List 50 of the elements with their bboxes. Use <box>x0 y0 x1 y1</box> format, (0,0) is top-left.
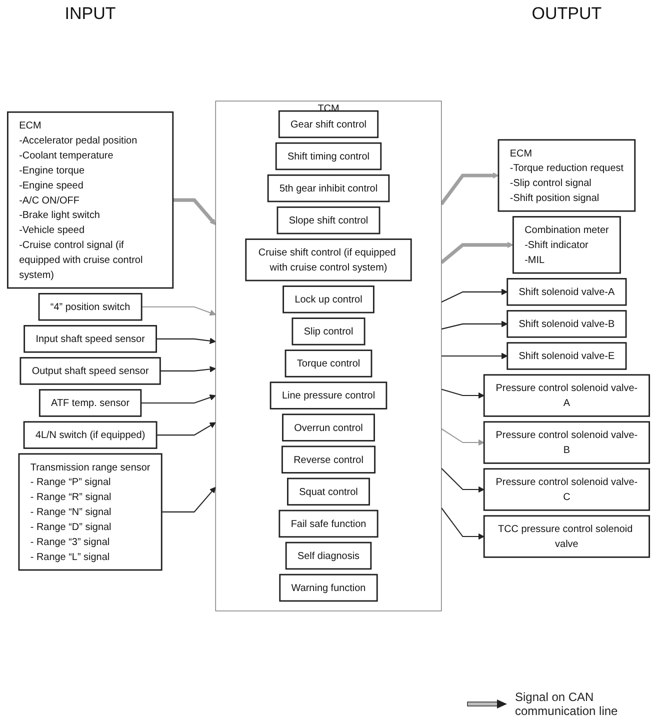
arrow <box>441 388 484 399</box>
node-box: Pressure control solenoid valve-B <box>483 421 650 464</box>
arrow <box>142 306 216 316</box>
node-box: Self diagnosis <box>285 542 372 570</box>
node-box: Pressure control solenoid valve-A <box>483 374 650 417</box>
arrow <box>162 486 216 512</box>
node-box: 4L/N switch (if equipped) <box>23 421 158 449</box>
arrow <box>156 422 216 436</box>
node-box: TCC pressure control solenoid valve <box>483 515 650 558</box>
arrow <box>156 338 216 344</box>
node-box: Shift solenoid valve-B <box>506 310 627 338</box>
node-box: ECM -Torque reduction request -Slip control signal -Shift position signal <box>498 139 636 212</box>
node-box: “4” position switch <box>38 292 142 321</box>
arrow <box>441 468 484 493</box>
node-box: Cruise shift control (if equipped with cruise control system) <box>245 238 412 282</box>
node-box: Line pressure control <box>270 382 388 410</box>
node-box: Lock up control <box>282 286 374 314</box>
node-box: Transmission range sensor - Range “P” signal - Range “R” signal - Range “N” signal - Range “D” signal - Range “3” signal - Range “L” signal <box>18 453 162 571</box>
node-box: Shift solenoid valve-A <box>506 278 627 306</box>
node-box: Output shaft speed sensor <box>20 357 161 385</box>
node-box: ATF temp. sensor <box>38 389 142 417</box>
node-box: Overrun control <box>282 414 375 442</box>
node-box: Fail safe function <box>278 510 378 538</box>
node-box: Slip control <box>292 318 366 346</box>
arrow <box>440 507 484 540</box>
arrow <box>172 198 216 226</box>
node-box: 5th gear inhibit control <box>267 174 390 202</box>
node-box: Shift timing control <box>275 142 382 170</box>
node-box: Squat control <box>287 478 370 506</box>
node-box: Warning function <box>279 574 378 602</box>
node-box: Shift solenoid valve-E <box>506 342 627 370</box>
arrow <box>440 242 514 264</box>
arrow <box>140 394 216 404</box>
node-box: Reverse control <box>281 446 376 474</box>
arrow <box>441 428 484 446</box>
arrow <box>441 288 508 303</box>
node-box: Pressure control solenoid valve-C <box>483 468 650 511</box>
arrow <box>441 352 508 360</box>
node-box: Slope shift control <box>276 206 380 234</box>
arrow <box>160 366 216 372</box>
arrow <box>440 172 499 206</box>
arrow <box>441 320 508 330</box>
node-box: Combination meter -Shift indicator -MIL <box>512 216 621 274</box>
column-heading: OUTPUT <box>532 4 602 24</box>
legend-text: Signal on CAN communication line <box>515 690 619 718</box>
node-box: Gear shift control <box>278 110 379 138</box>
node-box: Input shaft speed sensor <box>24 325 157 353</box>
column-heading: INPUT <box>64 4 116 24</box>
node-box: Torque control <box>284 350 372 378</box>
node-box: ECM -Accelerator pedal position -Coolant temperature -Engine torque -Engine speed -A/C ON/OFF -Brake light switch -Vehicle speed -Cruise control signal (if equipped with cruise control system) <box>6 111 174 289</box>
